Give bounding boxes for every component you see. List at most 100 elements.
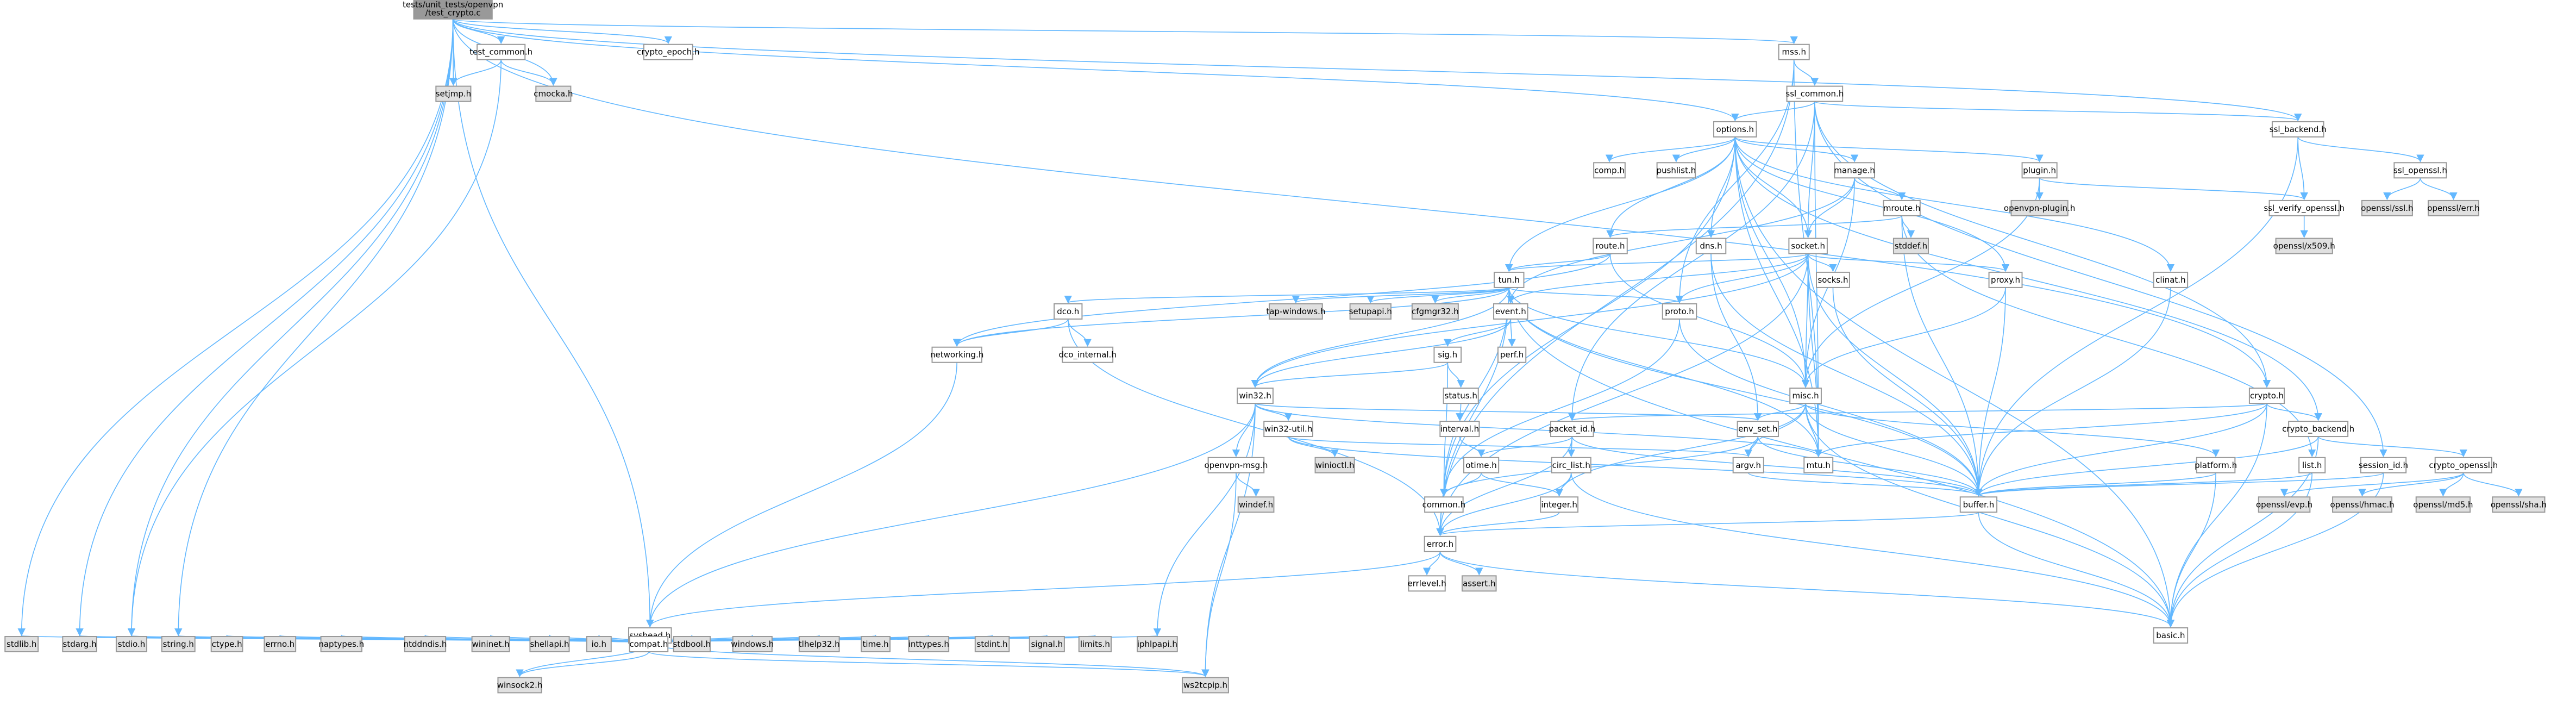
node-dns[interactable]: dns.h: [1695, 238, 1727, 254]
node-tlhelp32[interactable]: tlhelp32.h: [799, 636, 840, 653]
node-windef[interactable]: windef.h: [1237, 496, 1275, 513]
node-stdint[interactable]: stdint.h: [974, 636, 1010, 653]
node-openvpn-plugin[interactable]: openvpn-plugin.h: [2004, 199, 2075, 216]
node-label: platform.h: [2195, 460, 2237, 470]
node-stdbool[interactable]: stdbool.h: [673, 636, 711, 653]
edge-layer: [17, 18, 2523, 677]
node-session-id[interactable]: session_id.h: [2359, 457, 2408, 473]
node-stdarg[interactable]: stdarg.h: [62, 636, 97, 653]
node-win32[interactable]: win32.h: [1237, 388, 1274, 404]
node-env-set[interactable]: env_set.h: [1737, 421, 1779, 438]
node-stddef[interactable]: stddef.h: [1892, 238, 1929, 254]
node-clinat[interactable]: clinat.h: [2153, 271, 2189, 288]
node-box: [1078, 636, 1112, 653]
node-stdlib[interactable]: stdlib.h: [4, 636, 39, 653]
node-interval[interactable]: interval.h: [1439, 421, 1480, 438]
node-win32-util[interactable]: win32-util.h: [1263, 421, 1314, 438]
node-setjmp[interactable]: setjmp.h: [435, 85, 472, 102]
node-plugin[interactable]: plugin.h: [2021, 162, 2058, 179]
node-shellapi[interactable]: shellapi.h: [529, 636, 570, 653]
node-sig[interactable]: sig.h: [1433, 346, 1462, 363]
node-test-common[interactable]: test_common.h: [469, 43, 532, 60]
node-stdio[interactable]: stdio.h: [115, 636, 148, 653]
node-box: [732, 636, 773, 653]
node-crypto[interactable]: crypto.h: [2248, 388, 2285, 404]
node-ctype[interactable]: ctype.h: [210, 636, 243, 653]
node-box: [2153, 271, 2189, 288]
node-cmocka[interactable]: cmocka.h: [534, 85, 573, 102]
node-naptypes[interactable]: naptypes.h: [318, 636, 364, 653]
node-otime[interactable]: otime.h: [1463, 457, 1500, 473]
node-misc[interactable]: misc.h: [1789, 388, 1822, 404]
node-socket[interactable]: socket.h: [1788, 238, 1828, 254]
node-ssl-backend[interactable]: ssl_backend.h: [2270, 121, 2327, 138]
node-openssl-hmac[interactable]: openssl/hmac.h: [2330, 496, 2395, 513]
node-inttypes[interactable]: inttypes.h: [908, 636, 950, 653]
node-socks[interactable]: socks.h: [1816, 271, 1850, 288]
node-basic[interactable]: basic.h: [2153, 627, 2189, 644]
node-crypto-backend[interactable]: crypto_backend.h: [2282, 421, 2354, 438]
node-time[interactable]: time.h: [861, 636, 891, 653]
node-ntddndis[interactable]: ntddndis.h: [404, 636, 447, 653]
node-assert[interactable]: assert.h: [1462, 575, 1497, 592]
node-limits[interactable]: limits.h: [1078, 636, 1112, 653]
node-setupapi[interactable]: setupapi.h: [1349, 303, 1392, 320]
node-crypto-epoch[interactable]: crypto_epoch.h: [637, 43, 700, 60]
node-error[interactable]: error.h: [1424, 535, 1457, 552]
node-networking[interactable]: networking.h: [930, 346, 983, 363]
node-compat[interactable]: compat.h: [629, 636, 669, 653]
node-label: clinat.h: [2155, 275, 2185, 285]
node-platform[interactable]: platform.h: [2195, 457, 2237, 473]
node-ws2tcpip[interactable]: ws2tcpip.h: [1181, 677, 1229, 694]
node-errlevel[interactable]: errlevel.h: [1407, 575, 1446, 592]
node-tap-windows[interactable]: tap-windows.h: [1266, 303, 1325, 320]
node-box: [1062, 346, 1114, 363]
node-errno[interactable]: errno.h: [264, 636, 297, 653]
node-circ-list[interactable]: circ_list.h: [1551, 457, 1591, 473]
edge-dco-to-networking: [953, 319, 1069, 347]
node-status[interactable]: status.h: [1443, 388, 1479, 404]
node-string[interactable]: string.h: [161, 636, 196, 653]
node-proxy[interactable]: proxy.h: [1988, 271, 2023, 288]
node-options[interactable]: options.h: [1713, 121, 1757, 138]
node-tun[interactable]: tun.h: [1493, 271, 1525, 288]
node-mroute[interactable]: mroute.h: [1883, 199, 1921, 216]
node-pushlist[interactable]: pushlist.h: [1657, 162, 1696, 179]
node-manage[interactable]: manage.h: [1834, 162, 1876, 179]
node-ssl-openssl[interactable]: ssl_openssl.h: [2393, 162, 2447, 179]
node-packet-id[interactable]: packet_id.h: [1549, 421, 1595, 438]
node-windows[interactable]: windows.h: [731, 636, 774, 653]
node-openssl-ssl[interactable]: openssl/ssl.h: [2361, 199, 2414, 216]
node-openvpn-msg[interactable]: openvpn-msg.h: [1204, 457, 1268, 473]
node-signal[interactable]: signal.h: [1029, 636, 1065, 653]
node-mtu[interactable]: mtu.h: [1803, 457, 1834, 473]
node-proto[interactable]: proto.h: [1662, 303, 1697, 320]
node-winioctl[interactable]: winioctl.h: [1314, 457, 1355, 473]
node-openssl-err[interactable]: openssl/err.h: [2427, 199, 2480, 216]
node-wininet[interactable]: wininet.h: [471, 636, 510, 653]
node-openssl-sha[interactable]: openssl/sha.h: [2491, 496, 2547, 513]
node-crypto-openssl[interactable]: crypto_openssl.h: [2429, 457, 2498, 473]
node-dco[interactable]: dco.h: [1054, 303, 1083, 320]
node-openssl-md5[interactable]: openssl/md5.h: [2413, 496, 2473, 513]
node-event[interactable]: event.h: [1493, 303, 1528, 320]
node-argv[interactable]: argv.h: [1732, 457, 1764, 473]
node-route[interactable]: route.h: [1593, 238, 1628, 254]
node-buffer[interactable]: buffer.h: [1959, 496, 1998, 513]
node-iphlpapi[interactable]: iphlpapi.h: [1137, 636, 1178, 653]
node-list[interactable]: list.h: [2298, 457, 2326, 473]
node-mss[interactable]: mss.h: [1778, 43, 1810, 60]
node-comp[interactable]: comp.h: [1593, 162, 1626, 179]
node-openssl-x509[interactable]: openssl/x509.h: [2273, 238, 2335, 254]
node-dco-internal[interactable]: dco_internal.h: [1058, 346, 1117, 363]
edge-ssl_common-to-crypto: [1814, 101, 2271, 388]
node-ssl-common[interactable]: ssl_common.h: [1785, 85, 1844, 102]
node-integer[interactable]: integer.h: [1540, 496, 1579, 513]
node-common[interactable]: common.h: [1422, 496, 1466, 513]
node-openssl-evp[interactable]: openssl/evp.h: [2256, 496, 2312, 513]
node-ssl-verify-openssl[interactable]: ssl_verify_openssl.h: [2264, 199, 2345, 216]
node-winsock2[interactable]: winsock2.h: [497, 677, 543, 694]
node-cfgmgr32[interactable]: cfgmgr32.h: [1411, 303, 1459, 320]
node-io[interactable]: io.h: [586, 636, 612, 653]
node-perf[interactable]: perf.h: [1497, 346, 1527, 363]
